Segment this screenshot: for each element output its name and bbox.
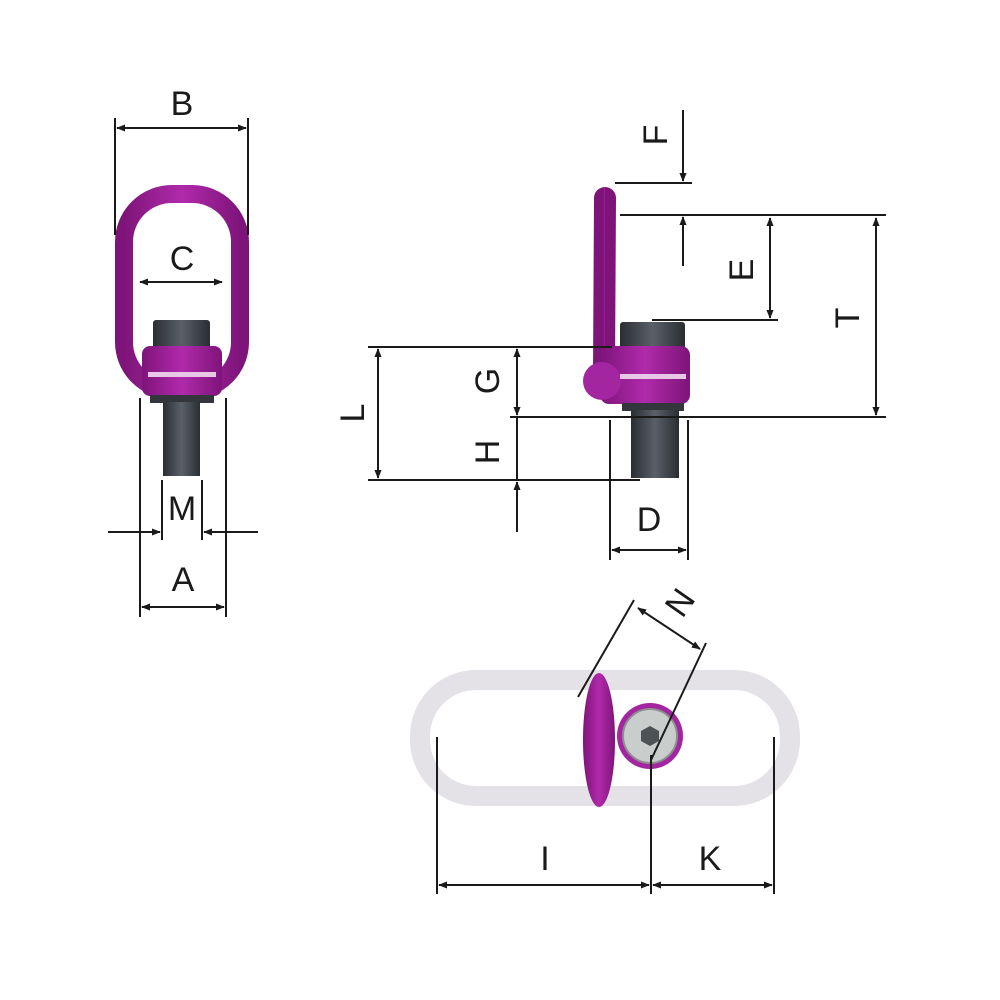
hex-bolt-head-side	[620, 322, 685, 350]
dim-label-e: E	[723, 259, 761, 282]
ring-pivot	[583, 362, 621, 400]
dim-label-g: G	[469, 368, 507, 394]
lifting-ring-side	[593, 187, 616, 383]
dim-label-f: F	[637, 125, 675, 146]
collar-slot-side	[620, 374, 686, 379]
front-view: B C M A	[108, 85, 258, 617]
lifting-ring-top	[583, 673, 615, 807]
dim-label-n: N	[658, 582, 703, 624]
dim-label-i: I	[540, 840, 549, 878]
side-view: F E T L G H D	[334, 110, 886, 560]
dim-label-t: T	[829, 308, 867, 329]
dim-label-h: H	[469, 440, 507, 465]
collar-slot	[148, 372, 216, 377]
washer	[150, 395, 214, 403]
dim-label-b: B	[171, 85, 194, 123]
threaded-shaft-side	[631, 410, 679, 478]
swivel-collar	[142, 346, 222, 396]
dim-label-d: D	[637, 501, 662, 539]
dim-label-a: A	[172, 561, 195, 599]
dim-label-m: M	[168, 490, 196, 528]
dim-label-k: K	[699, 840, 722, 878]
washer-side	[622, 403, 684, 411]
dim-label-l: L	[334, 404, 372, 423]
hex-socket-icon	[641, 726, 659, 746]
dim-label-c: C	[170, 240, 195, 278]
top-view: N I K	[410, 582, 800, 894]
hex-bolt-head	[153, 320, 210, 350]
threaded-shaft	[163, 402, 200, 476]
